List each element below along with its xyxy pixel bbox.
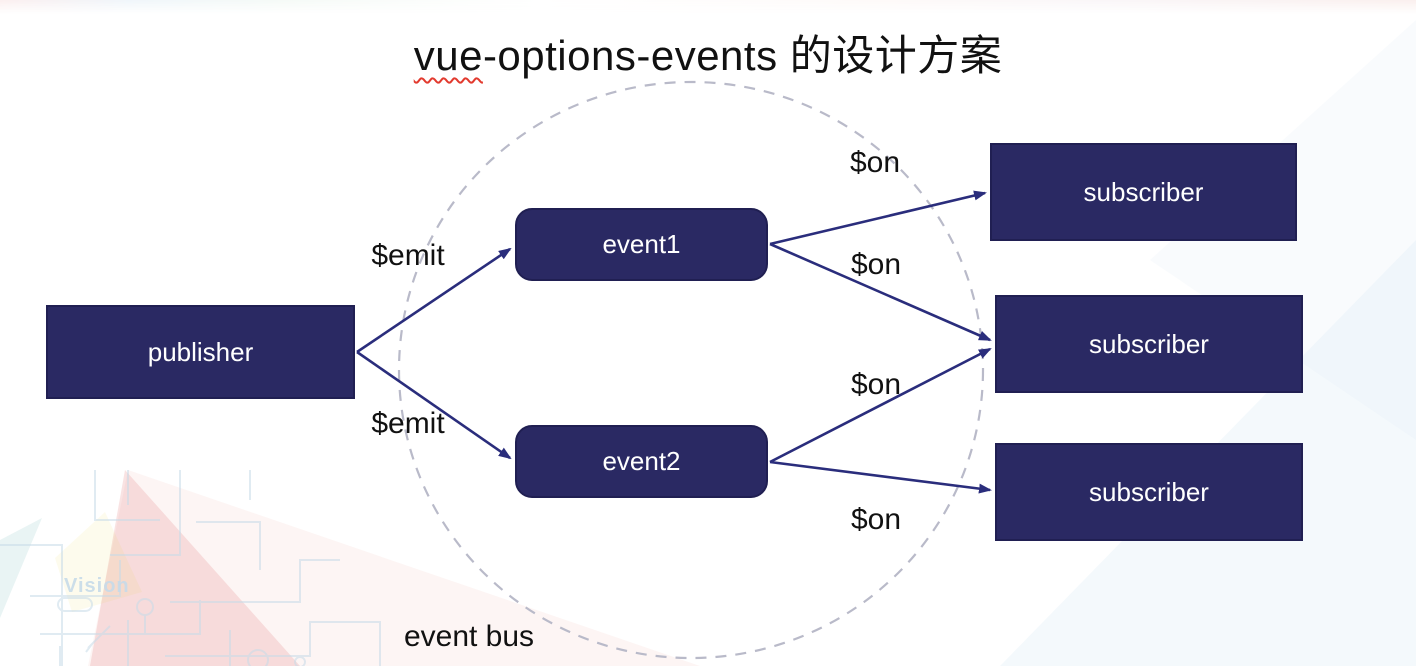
subscriber1-node: subscriber: [990, 143, 1297, 241]
arrow-event1-subscriber1: [769, 190, 987, 246]
subscriber2-label: subscriber: [1089, 328, 1209, 359]
emit-label-top: $emit: [371, 239, 445, 272]
arrow-event2-subscriber3: [769, 460, 992, 494]
on-label-3: $on: [850, 368, 902, 401]
on-label-2: $on: [850, 248, 902, 281]
arrow-event2-subscriber2: [769, 347, 992, 464]
on-label-4: $on: [850, 503, 902, 536]
on-label-1: $on: [849, 146, 901, 179]
publisher-label: publisher: [147, 336, 254, 367]
title-spellcheck-word: vue: [413, 32, 483, 79]
arrow-publisher-event1: [356, 247, 512, 354]
publisher-node: publisher: [46, 305, 355, 399]
event2-label: event2: [602, 446, 681, 476]
arrow-event1-subscriber2: [769, 242, 992, 342]
subscriber3-label: subscriber: [1089, 476, 1209, 507]
page-title: vue-options-events 的设计方案: [0, 22, 1416, 83]
subscriber1-label: subscriber: [1083, 176, 1204, 207]
event1-node: event1: [515, 208, 768, 281]
arrow-publisher-event2: [356, 350, 512, 460]
event-bus-dashed-circle: [397, 80, 985, 660]
event-bus-label: event bus: [403, 620, 535, 653]
subscriber2-node: subscriber: [995, 295, 1303, 393]
title-rest: -options-events 的设计方案: [482, 32, 1003, 79]
event2-node: event2: [515, 425, 768, 498]
event1-label: event1: [602, 229, 681, 259]
subscriber3-node: subscriber: [995, 443, 1303, 541]
emit-label-bottom: $emit: [371, 407, 445, 440]
